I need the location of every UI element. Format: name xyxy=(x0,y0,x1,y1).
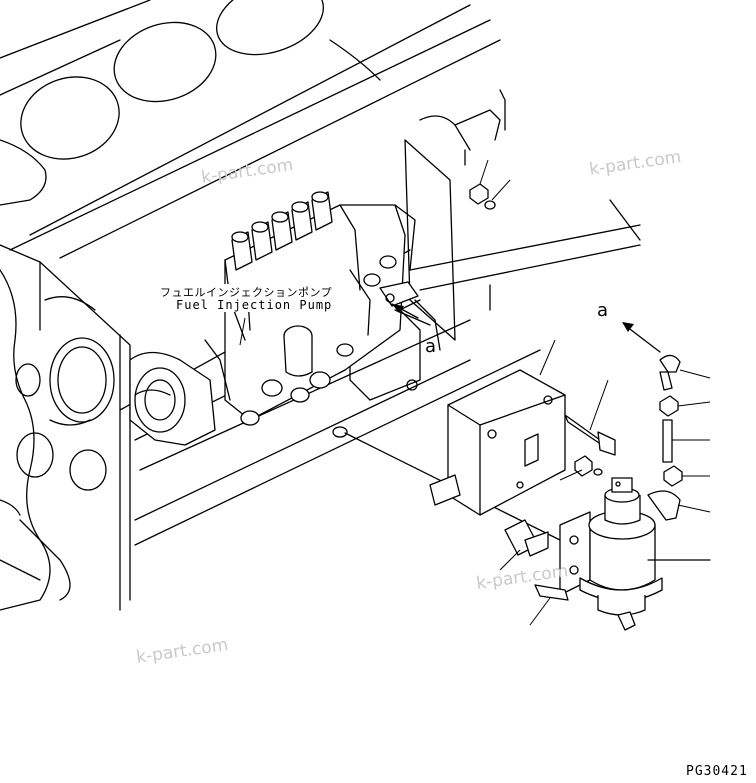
bolt-long xyxy=(564,379,616,456)
fuel-injection-pump xyxy=(129,191,419,446)
rear-bracket-plate xyxy=(349,89,506,401)
drawing-code: PG30421 xyxy=(686,764,748,779)
nut-b xyxy=(663,465,710,487)
stop-solenoid xyxy=(579,477,711,631)
eye-joint xyxy=(659,354,711,391)
small-nut-washer xyxy=(559,455,603,481)
reference-mark-a: a xyxy=(597,300,609,321)
upper-nut-washer xyxy=(469,159,511,210)
nut-a xyxy=(659,395,711,417)
arrow-head-a xyxy=(392,304,404,313)
elbow-fitting xyxy=(647,490,711,521)
stud-bolt xyxy=(529,584,569,626)
arrow-line-a2 xyxy=(625,325,661,353)
part-label-en: Fuel Injection Pump xyxy=(176,298,333,312)
reference-mark-a: a xyxy=(425,336,437,357)
label-leader xyxy=(239,317,246,346)
part-label-jp: フュエルインジェクションポンプ xyxy=(160,284,333,300)
bolt-short xyxy=(499,519,549,571)
arrow-head-a2 xyxy=(622,322,634,332)
solenoid-bracket xyxy=(429,339,591,596)
pipe-connector xyxy=(662,419,710,463)
